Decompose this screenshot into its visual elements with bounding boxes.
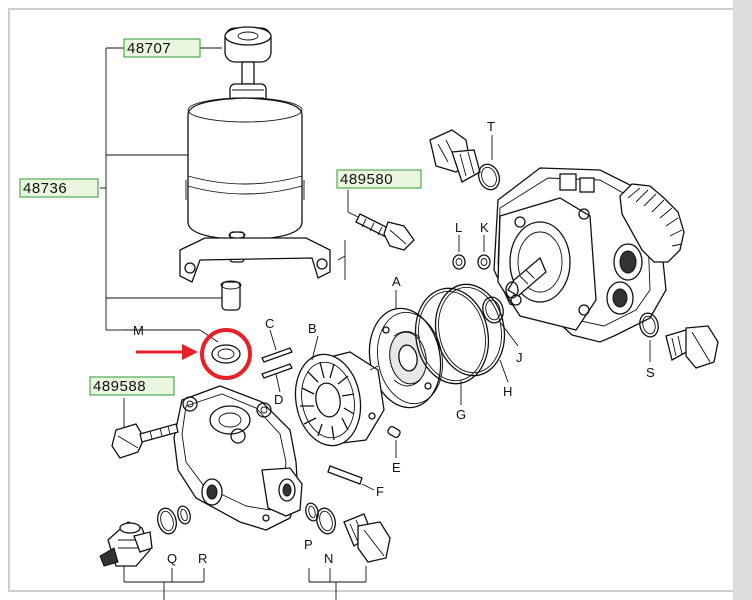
letter-j: J: [516, 350, 523, 365]
pin-c: [261, 329, 293, 363]
qr-leader-bracket: [123, 566, 205, 600]
pump-rear-housing: [173, 385, 303, 531]
o-ring-s: [639, 312, 659, 362]
seal-k: [477, 235, 491, 270]
o-ring-r: [177, 505, 191, 525]
letter-d: D: [274, 392, 283, 407]
part-number-489580: 489580: [336, 169, 422, 189]
reservoir-leader-bracket: [100, 47, 222, 331]
part-number-48736: 48736: [19, 178, 99, 198]
plug-t: [429, 129, 501, 191]
pin-e: [387, 425, 401, 458]
letter-n: N: [324, 551, 333, 566]
plug-s: [665, 325, 719, 369]
o-ring-j: [482, 296, 519, 347]
part-number-48707: 48707: [123, 38, 201, 58]
letter-b: B: [308, 321, 317, 336]
pin-d: [261, 363, 293, 393]
letter-g: G: [456, 407, 466, 422]
pump-front-housing: [493, 167, 685, 343]
svg-text:489588: 489588: [93, 378, 146, 395]
o-ring-n: [316, 507, 336, 535]
lower-mounting-bolt: [111, 398, 179, 459]
highlight-circle: [200, 328, 252, 380]
svg-text:489580: 489580: [340, 171, 393, 188]
letter-c: C: [265, 316, 274, 331]
o-ring-q: [157, 507, 177, 535]
letter-h: H: [503, 384, 512, 399]
part-letters: A B C D E F G H J K L M N P Q R S T: [133, 119, 655, 566]
letter-t: T: [487, 119, 495, 134]
letter-m: M: [133, 323, 144, 338]
svg-text:48707: 48707: [127, 40, 171, 57]
letter-p: P: [304, 537, 313, 552]
letter-k: K: [480, 220, 489, 235]
seal-l: [452, 235, 466, 270]
letter-e: E: [392, 460, 401, 475]
letter-l: L: [455, 220, 462, 235]
pn-leader-bracket: [308, 566, 367, 600]
upper-mounting-bolt: [337, 190, 415, 280]
o-ring-g: [414, 287, 490, 405]
letter-q: Q: [167, 551, 177, 566]
seal-m: [122, 329, 241, 364]
reservoir-tank: [179, 97, 331, 311]
letter-a: A: [392, 274, 401, 289]
letter-r: R: [198, 551, 207, 566]
vane-f: [327, 465, 375, 491]
letter-s: S: [646, 365, 655, 380]
svg-text:48736: 48736: [23, 180, 67, 197]
o-ring-h: [434, 283, 509, 383]
plug-n: [343, 513, 391, 563]
letter-f: F: [376, 484, 384, 499]
highlight-arrow: [136, 344, 198, 360]
part-number-489588: 489588: [89, 376, 175, 396]
plug-q-fitting: [99, 521, 153, 567]
o-ring-p: [305, 502, 319, 522]
pump-rotor-b: [294, 335, 385, 447]
